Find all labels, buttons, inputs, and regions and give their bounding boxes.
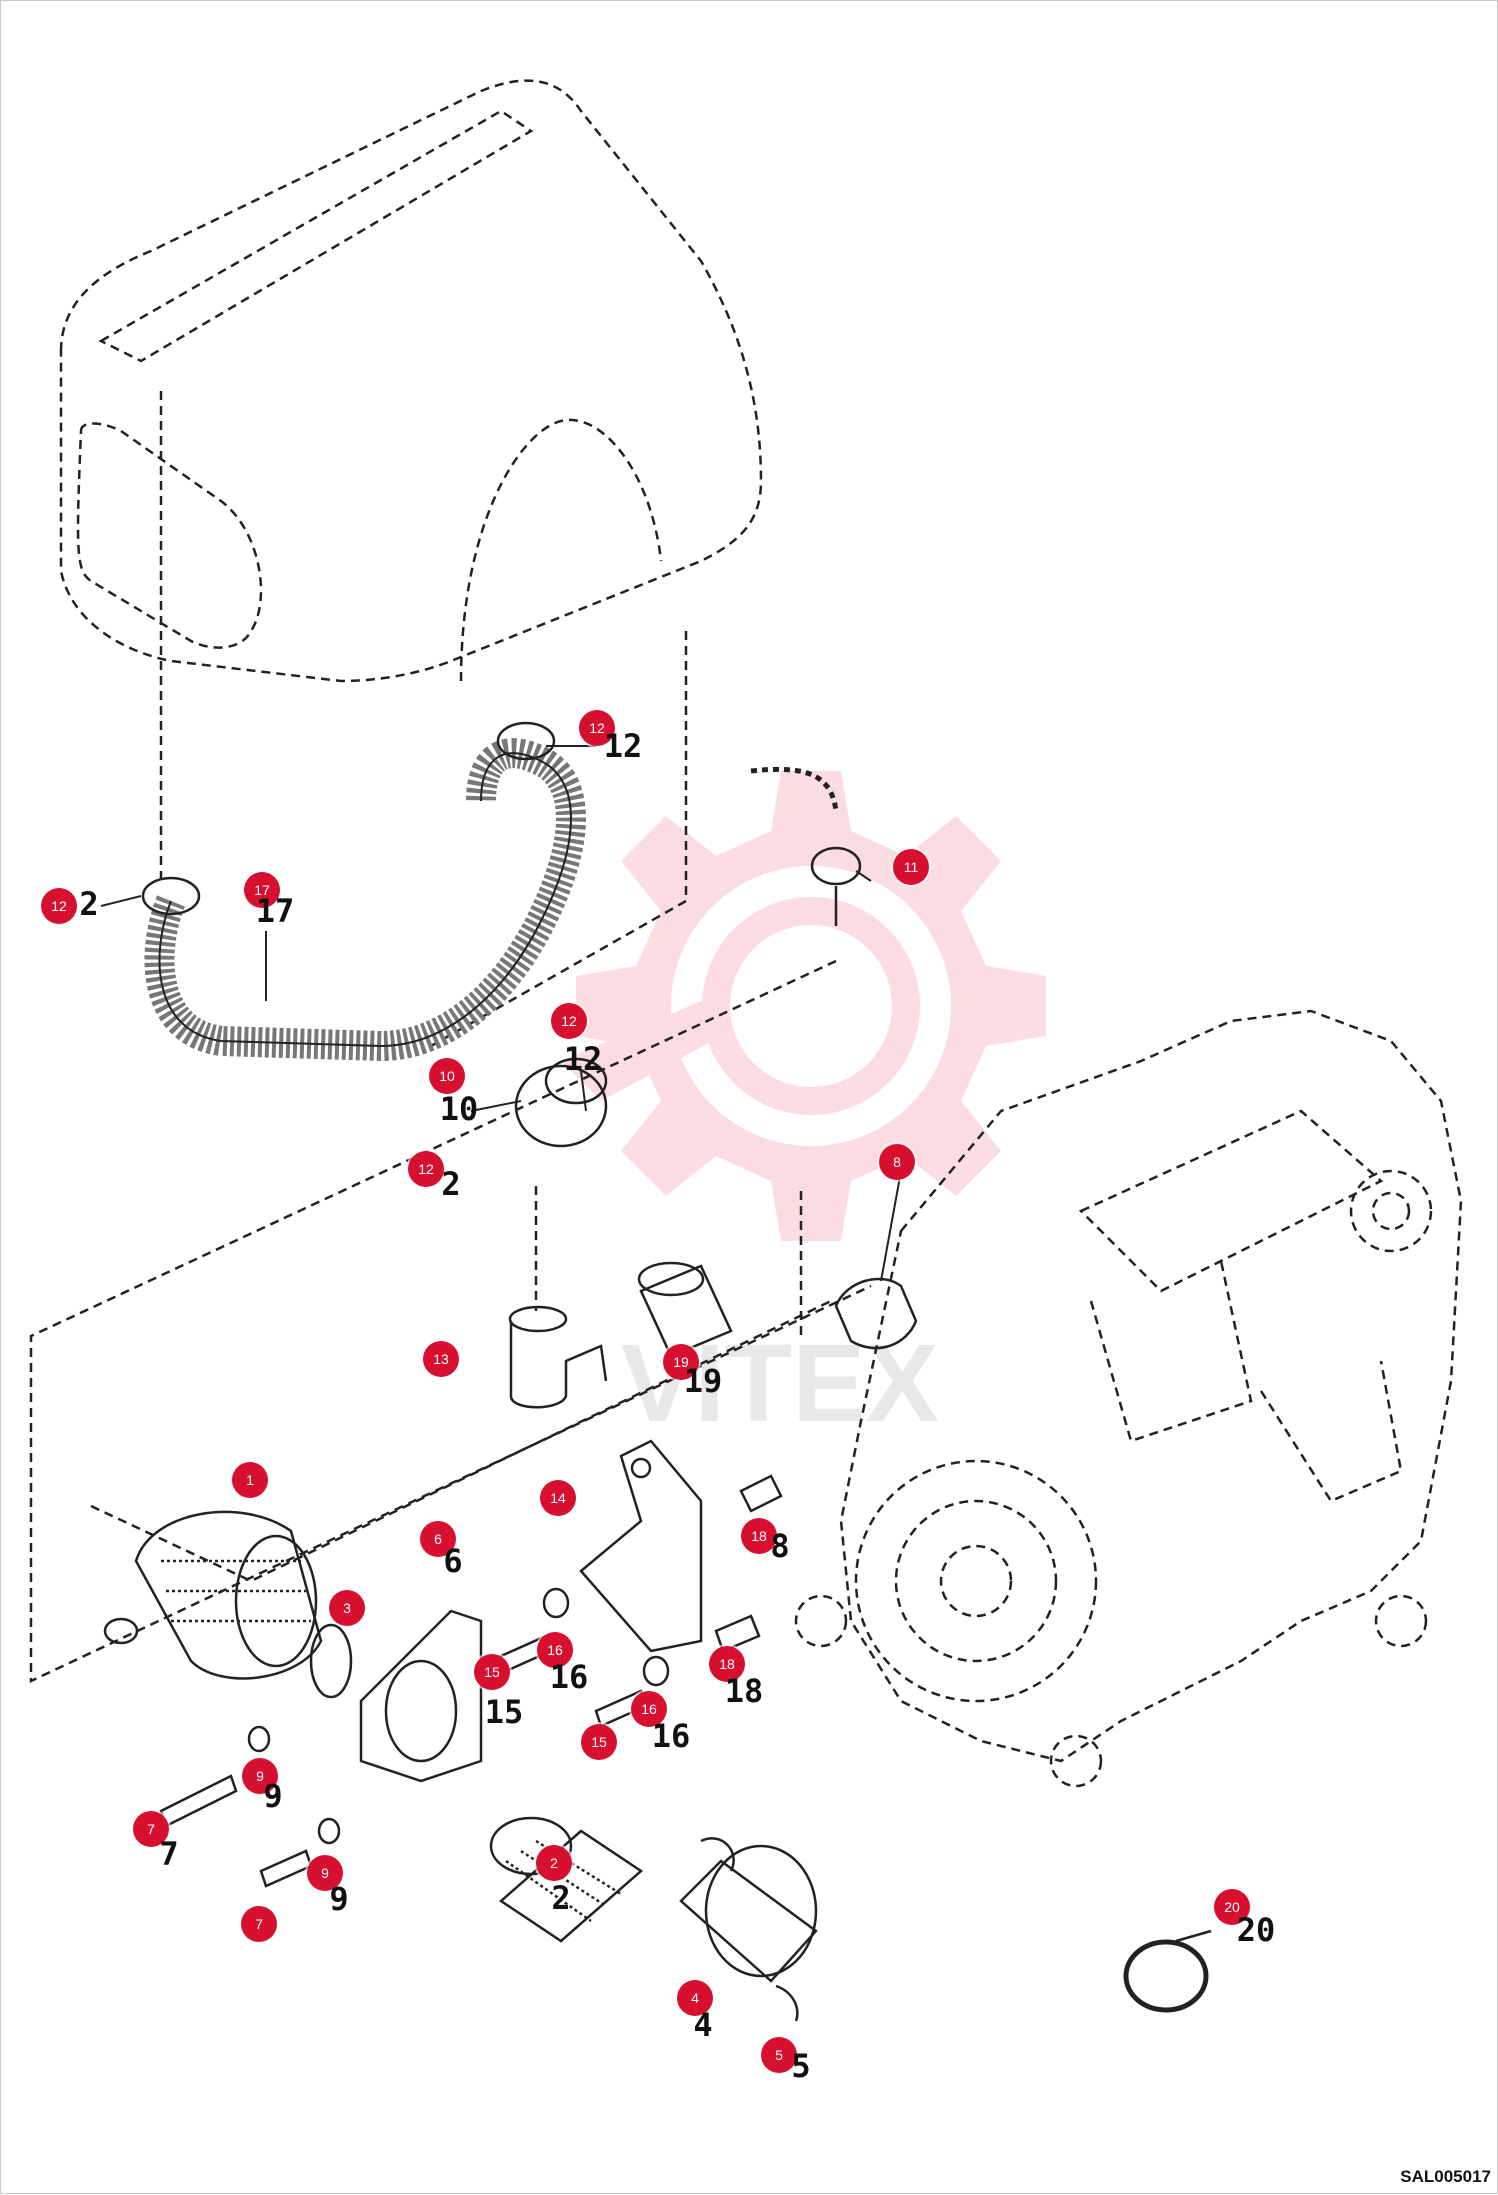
callout-badge-1[interactable]: 1 (232, 1462, 268, 1498)
screw-7-upper (159, 1774, 238, 1828)
callout-badge-18b[interactable]: 18 (709, 1646, 745, 1682)
part-number-15: 15 (484, 1693, 524, 1731)
hood-ridge (98, 109, 534, 363)
hose-clamp-lower (141, 876, 201, 916)
washer-16-upper (542, 1587, 570, 1619)
cover-4 (704, 1844, 818, 1978)
hose-clamp-20 (1123, 1939, 1209, 2013)
elbow-13 (509, 1321, 608, 1409)
air-filter-housing (134, 1510, 323, 1680)
callout-badge-10[interactable]: 10 (429, 1058, 465, 1094)
callout-badge-12b[interactable]: 12 (41, 888, 77, 924)
part-number-16b: 16 (651, 1717, 691, 1755)
callout-badge-3[interactable]: 3 (329, 1590, 365, 1626)
part-number-4: 4 (693, 2006, 713, 2044)
callout-badge-16a[interactable]: 16 (537, 1632, 573, 1668)
callout-badge-2[interactable]: 2 (536, 1845, 572, 1881)
part-number-2: 2 (551, 1879, 571, 1917)
part-number-19: 19 (683, 1362, 723, 1400)
leader-lines (100, 745, 902, 1282)
callout-badge-9b[interactable]: 9 (307, 1855, 343, 1891)
part-number-12d: 2 (441, 1165, 461, 1203)
clamp-10 (514, 1064, 608, 1148)
callout-badge-20[interactable]: 20 (1214, 1889, 1250, 1925)
callout-badge-17[interactable]: 17 (244, 872, 280, 908)
sleeve-19 (639, 1264, 733, 1358)
part-number-9a: 9 (263, 1777, 283, 1815)
part-number-12a: 12 (603, 727, 643, 765)
callout-badge-6[interactable]: 6 (420, 1521, 456, 1557)
spacer-18-upper (739, 1474, 783, 1513)
part-number-17: 17 (255, 892, 295, 930)
hood-cover-outline (59, 79, 763, 683)
screw-7-lower (259, 1849, 313, 1888)
part-number-7: 7 (159, 1835, 179, 1873)
callout-badge-5[interactable]: 5 (761, 2037, 797, 2073)
callout-badge-14[interactable]: 14 (540, 1480, 576, 1516)
bracket-14 (579, 1439, 703, 1653)
hose-clamp-upper (496, 721, 556, 761)
gasket-3 (309, 1623, 353, 1699)
part-number-20: 20 (1236, 1911, 1276, 1949)
callout-badge-7b[interactable]: 7 (241, 1906, 277, 1942)
watermark-gear-icon (561, 771, 1046, 1241)
callout-badge-7a[interactable]: 7 (133, 1811, 169, 1847)
callout-badge-12c[interactable]: 12 (551, 1003, 587, 1039)
callout-badge-13[interactable]: 13 (423, 1341, 459, 1377)
washer-9-lower (317, 1817, 341, 1845)
dust-valve-5 (775, 1984, 799, 2022)
part-number-16a: 16 (549, 1658, 589, 1696)
washer-9-upper (247, 1725, 271, 1753)
watermark-text: VITEX (621, 1322, 939, 1445)
callout-badge-11[interactable]: 11 (893, 849, 929, 885)
part-number-18b: 18 (724, 1672, 764, 1710)
vacuator-valve (810, 846, 862, 886)
part-number-12b: 2 (79, 885, 99, 923)
callout-badge-15b[interactable]: 15 (581, 1724, 617, 1760)
callout-badge-4[interactable]: 4 (677, 1980, 713, 2016)
part-number-18a: 8 (770, 1527, 790, 1565)
callout-badge-18a[interactable]: 18 (741, 1518, 777, 1554)
hood-arch (459, 418, 663, 682)
document-code: SAL005017 (1400, 2167, 1491, 2186)
flywheel-outline (854, 1459, 1098, 1703)
part-number-9b: 9 (329, 1880, 349, 1918)
callout-badge-12a[interactable]: 12 (579, 710, 615, 746)
callout-badge-16b[interactable]: 16 (631, 1691, 667, 1727)
part-number-5: 5 (791, 2047, 811, 2085)
washer-16-lower (642, 1655, 670, 1687)
part-number-12c: 12 (563, 1040, 603, 1078)
engine-outline (839, 1009, 1463, 1763)
spacer-18-lower (714, 1614, 761, 1653)
callout-badge-9a[interactable]: 9 (242, 1758, 278, 1794)
mount-guide-upper (29, 959, 872, 1683)
part-number-10: 10 (439, 1090, 479, 1128)
callout-badge-15a[interactable]: 15 (474, 1654, 510, 1690)
mounting-flange-6 (359, 1609, 483, 1783)
hood-left-panel (76, 422, 263, 649)
part-number-6: 6 (443, 1542, 463, 1580)
vacuator-cable (750, 766, 839, 812)
hose-guide-dash (430, 631, 688, 1048)
callout-badge-8[interactable]: 8 (879, 1144, 915, 1180)
callout-badge-12d[interactable]: 12 (408, 1151, 444, 1187)
callout-badge-19[interactable]: 19 (663, 1344, 699, 1380)
mount-guide-lower (90, 1299, 832, 1583)
engine-inlet-neck (834, 1277, 918, 1350)
